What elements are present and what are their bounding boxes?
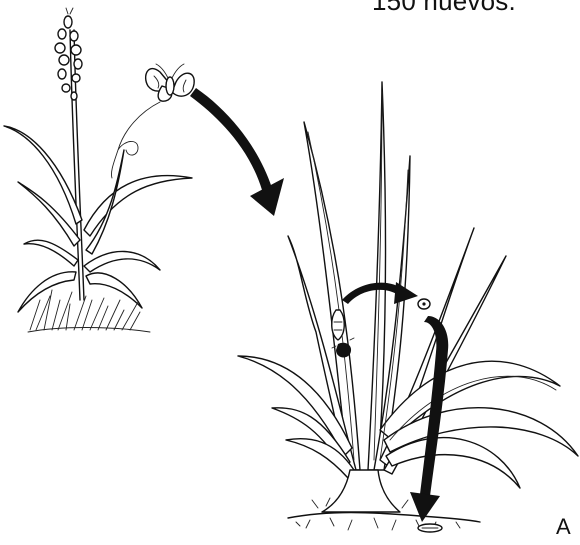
flowering-grass-plant	[4, 8, 192, 332]
host-plant	[238, 82, 578, 530]
pupa-icon	[332, 310, 345, 340]
migration-arrow	[190, 88, 284, 216]
seed-head	[55, 8, 82, 100]
egg-icon	[418, 299, 430, 309]
soil-larva-icon	[418, 524, 442, 532]
moth-icon	[111, 64, 194, 178]
